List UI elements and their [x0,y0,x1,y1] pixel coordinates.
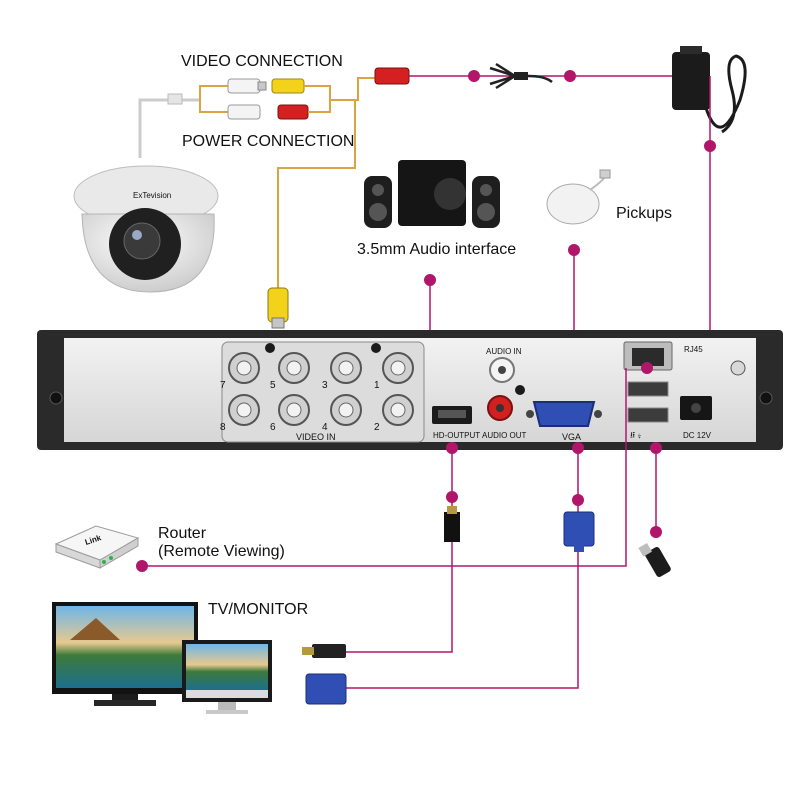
video-power-wiring [138,62,700,329]
bnc-port-center [236,360,252,376]
bnc-ports: 7 5 3 1 8 6 4 2 [220,343,414,433]
bnc-port-number: 5 [270,380,276,391]
router-label: Router [158,525,207,542]
dc-label: DC 12V [683,431,712,440]
panel-knob [371,343,381,353]
vga-label: VGA [562,432,581,442]
audio-out-link-dot [424,274,436,286]
white-rca-connector [227,78,261,94]
bnc-port-center [390,402,406,418]
audio-interface-label: 3.5mm Audio interface [357,241,516,258]
adapter-body [672,52,710,110]
ground-screw [730,360,746,376]
usb-port-2 [627,407,669,423]
power-link-dot-2 [564,70,576,82]
bnc-port-center [236,402,252,418]
output-links [136,362,671,689]
tv-screen [56,606,194,688]
bnc-port-number: 6 [270,422,276,433]
camera-lens [123,222,161,260]
speakers [364,160,500,228]
usb-flash-drive [645,546,671,578]
adapter-cable [704,54,747,134]
yellow-bnc-plug-tip [271,317,285,329]
bnc-port-number: 1 [374,380,380,391]
bnc-port-number: 4 [322,422,328,433]
bnc-port-center [390,360,406,376]
dome-camera: ExTevision [73,165,219,293]
hdmi-link [346,448,453,653]
audio-out-label: AUDIO OUT [482,431,527,440]
hd-output-label: HD-OUTPUT [433,431,480,440]
bnc-port-number: 2 [374,422,380,433]
power-splitter [489,62,553,90]
hdmi-end [312,644,346,658]
router-sub-label: (Remote Viewing) [158,543,285,560]
monitor [182,640,272,714]
camera-brand: ExTevision [133,191,171,200]
usb-port-1 [627,381,669,397]
bnc-port-center [286,360,302,376]
bnc-port-center [338,402,354,418]
panel-knob [265,343,275,353]
vga-cable-plug [563,511,595,547]
pickups-label: Pickups [616,205,672,222]
power-link-dot-1 [468,70,480,82]
router-link [142,368,627,567]
video-wire-down [277,99,356,290]
power-plug-red [374,67,410,85]
yellow-rca-connector [271,78,305,94]
power-wire [350,77,375,101]
red-power-connector [277,104,309,120]
hdmi-cable-plug [444,512,460,542]
tv-monitor-label: TV/MONITOR [208,601,308,618]
video-in-label: VIDEO IN [296,432,336,442]
white-power-connector [227,104,261,120]
yellow-bnc-plug [267,287,289,323]
bnc-port-number: 3 [322,380,328,391]
audio-in-link-dot [568,244,580,256]
power-connection-label: POWER CONNECTION [182,133,354,150]
vga-port [532,401,596,427]
tv [52,602,198,706]
dvr-rear-panel: 7 5 3 1 8 6 4 2 VIDEO IN AUDIO IN AUDIO OUT HD-… [37,330,783,450]
bnc-port-center [286,402,302,418]
usb-symbol: ⭿ ↯ [630,431,642,440]
camera-cable-clip [167,93,183,105]
video-split-wire [199,85,228,113]
adapter-link-dot-top [704,140,716,152]
pickup-body [546,183,600,225]
router: Link [54,525,140,569]
video-in-block [221,341,425,443]
audio-in-label: AUDIO IN [486,347,522,356]
vga-end [305,673,347,705]
video-wire-right [304,85,350,113]
rj45-label: RJ45 [684,345,703,354]
white-rca-tip [257,81,267,91]
video-connection-label: VIDEO CONNECTION [181,53,343,70]
pickup-microphone [546,169,611,225]
bnc-port-number: 7 [220,380,226,391]
bnc-port-center [338,360,354,376]
bnc-port-number: 8 [220,422,226,433]
monitor-cable-ends [302,644,347,705]
monitor-screen [186,644,268,690]
